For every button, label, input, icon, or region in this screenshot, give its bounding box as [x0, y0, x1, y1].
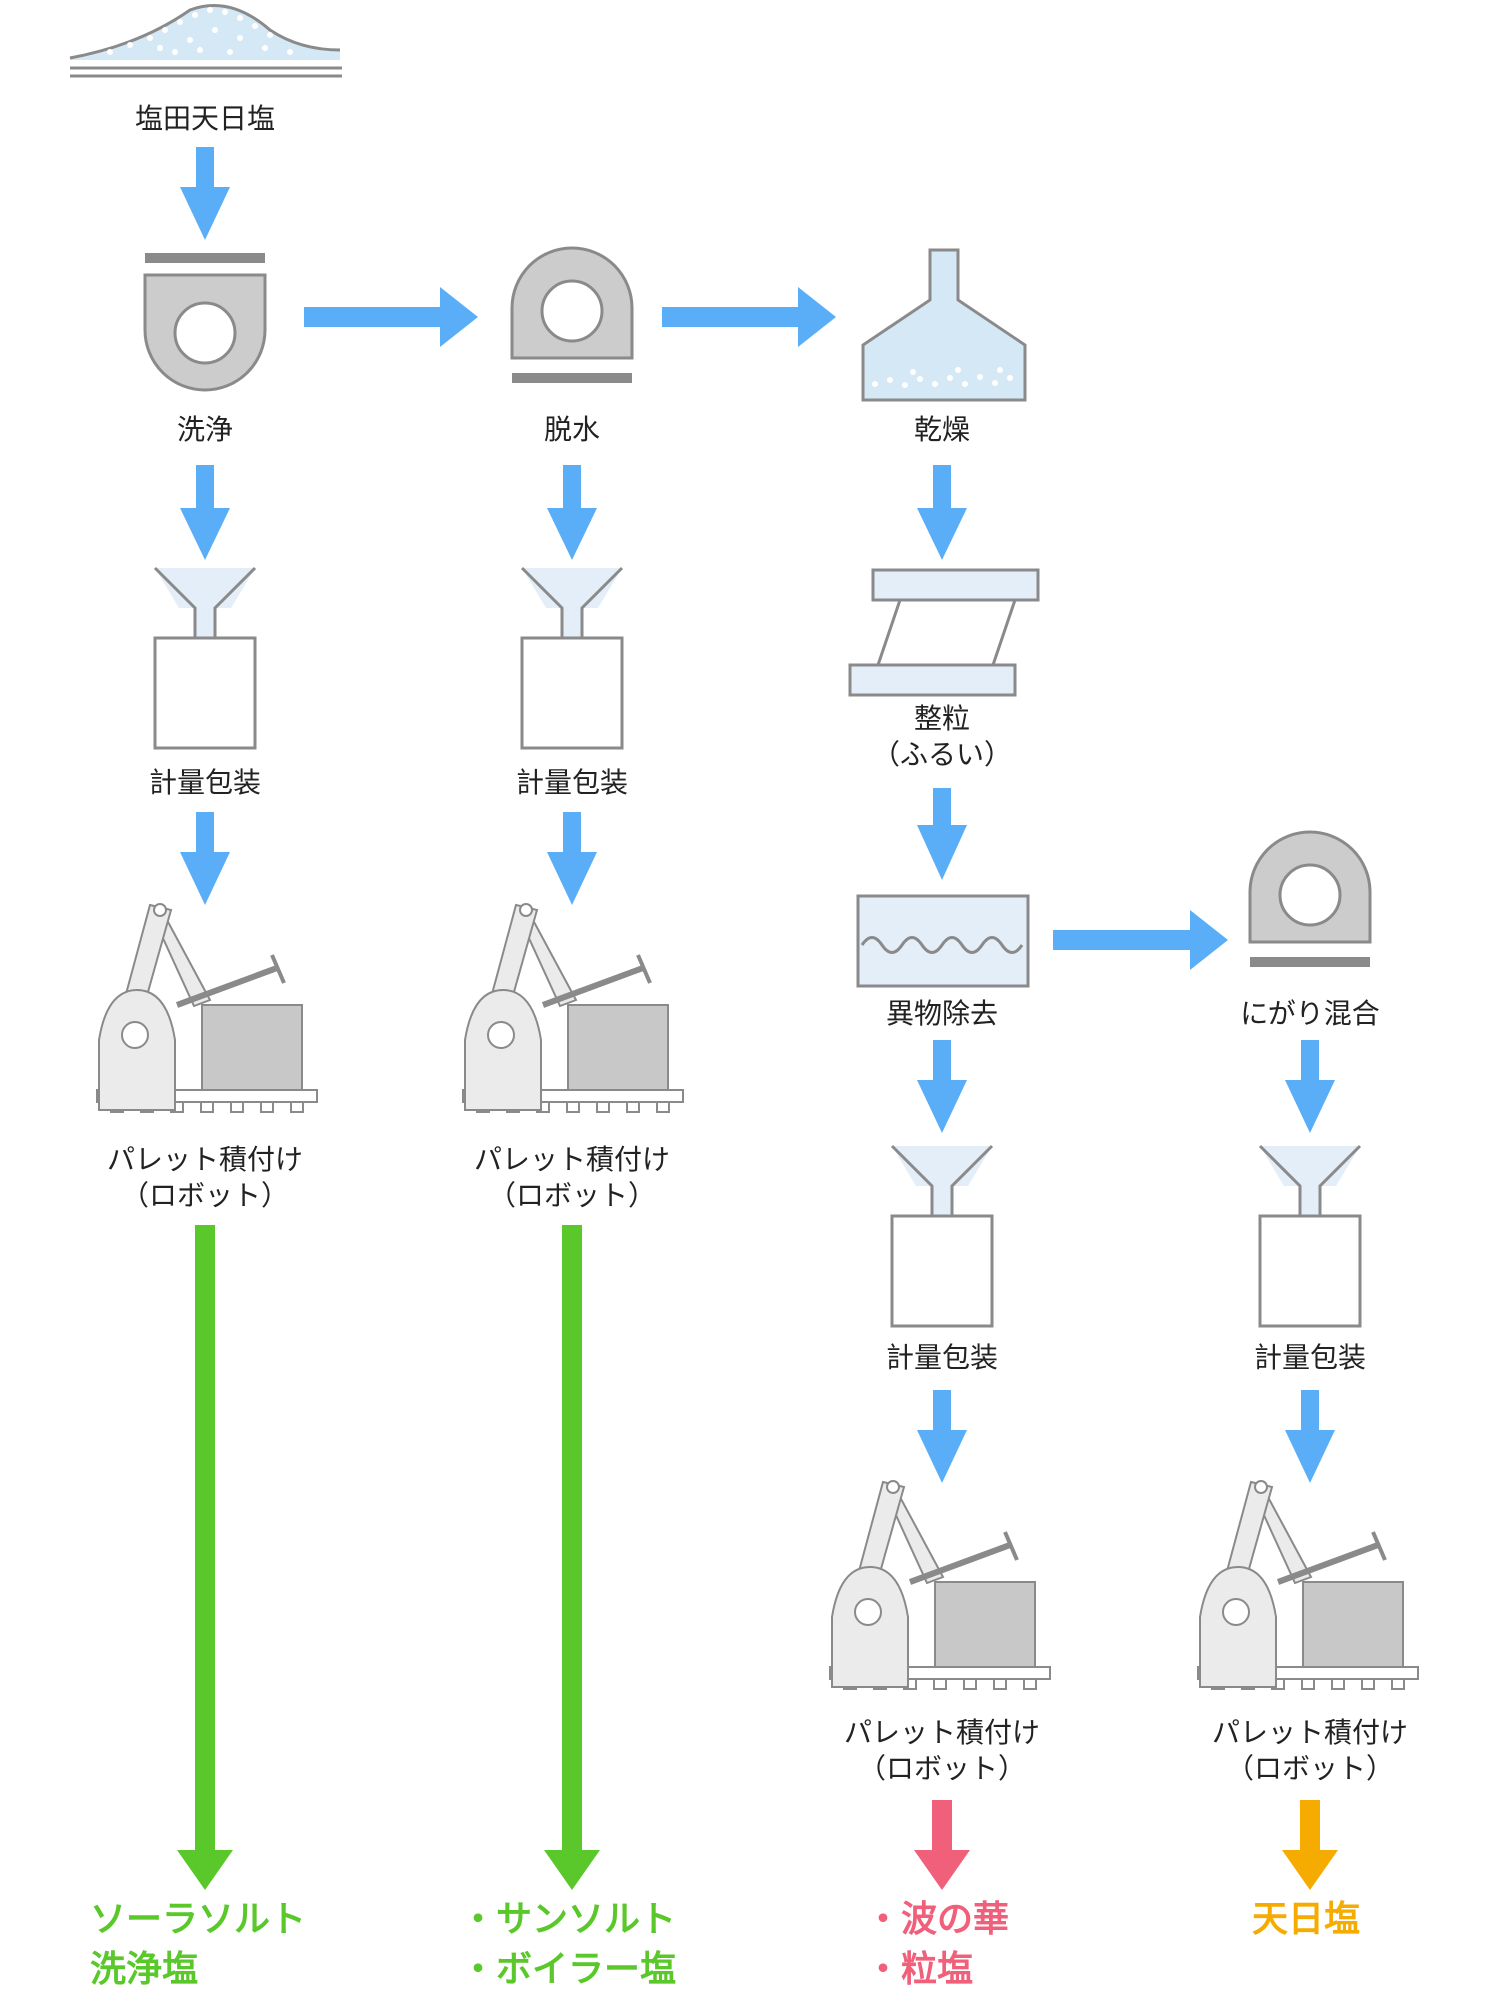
- label-weigh-pack-4: 計量包装: [1253, 1341, 1367, 1374]
- output-col2: ・サンソルト ・ボイラー塩: [460, 1895, 676, 1995]
- label-pallet-2-line2: （ロボット）: [487, 1179, 657, 1212]
- label-pallet-3-line2: （ロボット）: [857, 1752, 1027, 1785]
- label-sieve-line1: 整粒: [913, 702, 971, 735]
- label-weigh-pack-2: 計量包装: [515, 766, 629, 799]
- output-col3: ・波の華 ・粒塩: [865, 1895, 1009, 1995]
- label-pallet-1: パレット積付け （ロボット）: [107, 1142, 303, 1214]
- label-nigari-mix: にがり混合: [1240, 997, 1380, 1030]
- output-product: ・粒塩: [865, 1949, 974, 1990]
- label-pallet-4-line1: パレット積付け: [1211, 1716, 1409, 1749]
- label-wash: 洗浄: [176, 413, 234, 446]
- flow-arrows: [180, 147, 1335, 1483]
- nigari-mixer-icon: [1248, 830, 1372, 969]
- output-arrows: [177, 1225, 1338, 1890]
- label-source: 塩田天日塩: [134, 102, 276, 135]
- label-pallet-1-line1: パレット積付け: [106, 1143, 304, 1176]
- output-product: 天日塩: [1252, 1899, 1361, 1940]
- sieve-icon: [848, 568, 1040, 697]
- label-pallet-1-line2: （ロボット）: [120, 1179, 290, 1212]
- washer-icon: [143, 253, 267, 392]
- robot-palletizer-icon: [97, 904, 1418, 1689]
- output-col1: ソーラソルト 洗浄塩: [90, 1895, 306, 1995]
- output-product: ・波の華: [865, 1899, 1010, 1940]
- label-pallet-4-line2: （ロボット）: [1225, 1752, 1395, 1785]
- label-pallet-2: パレット積付け （ロボット）: [474, 1142, 670, 1214]
- label-pallet-2-line1: パレット積付け: [473, 1143, 671, 1176]
- label-dewater: 脱水: [543, 413, 601, 446]
- label-weigh-pack-1: 計量包装: [148, 766, 262, 799]
- label-pallet-4: パレット積付け （ロボット）: [1212, 1715, 1408, 1787]
- label-dry: 乾燥: [913, 413, 971, 446]
- output-product: ソーラソルト: [90, 1899, 307, 1940]
- label-pallet-3-line1: パレット積付け: [843, 1716, 1041, 1749]
- label-pallet-3: パレット積付け （ロボット）: [844, 1715, 1040, 1787]
- label-sieve: 整粒 （ふるい）: [872, 701, 1012, 773]
- foreign-removal-icon: [856, 894, 1030, 988]
- label-foreign-removal: 異物除去: [885, 997, 999, 1030]
- salt-pile-icon: [69, 4, 342, 78]
- dryer-icon: [861, 248, 1027, 402]
- dehydrator-icon: [510, 246, 634, 385]
- output-col4: 天日塩: [1252, 1895, 1360, 1945]
- label-weigh-pack-3: 計量包装: [885, 1341, 999, 1374]
- label-sieve-line2: （ふるい）: [871, 738, 1013, 771]
- output-product: ・サンソルト: [460, 1899, 677, 1940]
- output-product: 洗浄塩: [90, 1949, 199, 1990]
- output-product: ・ボイラー塩: [460, 1949, 677, 1990]
